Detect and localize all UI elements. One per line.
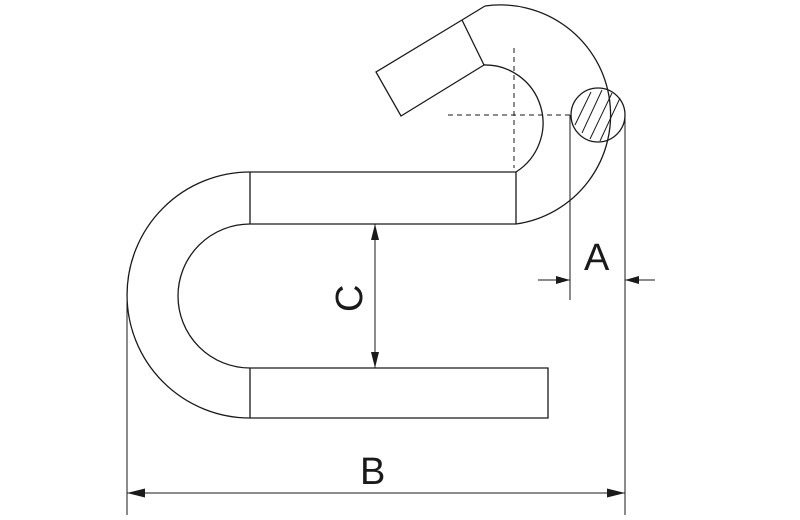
hook-tip-tangent-line (461, 19, 485, 66)
section-hatch-line (574, 91, 592, 126)
dim-c-arrow-top (371, 224, 379, 240)
wire-cross-section (570, 87, 626, 143)
dimension-a: A (538, 115, 655, 300)
section-hatch-line (581, 89, 603, 134)
dim-a-label: A (584, 237, 610, 279)
lower-leg (250, 367, 549, 419)
hook-tip-outline (375, 19, 485, 117)
lower-bend-outer-arc (126, 171, 251, 419)
dimension-b: B (126, 300, 626, 515)
lower-bend-inner-arc (177, 223, 251, 369)
upper-leg (250, 171, 517, 225)
hook-outer-arc (484, 4, 612, 225)
hook-outer-join (461, 5, 486, 21)
dim-b-arrow-right (607, 488, 625, 498)
wire-section-circle (570, 87, 626, 143)
section-hatch-line (599, 97, 621, 142)
lower-leg-outline (250, 367, 549, 419)
section-hatch-line (589, 92, 613, 140)
dimension-c: C (329, 224, 379, 368)
upper-hook (375, 4, 612, 225)
dim-a-arrow-left (556, 276, 570, 284)
lower-bend (126, 171, 251, 419)
dim-b-label: B (360, 451, 385, 493)
dim-b-arrow-left (127, 488, 145, 498)
dim-a-arrow-right (625, 276, 639, 284)
dim-c-label: C (329, 285, 371, 312)
dim-c-arrow-bottom (371, 352, 379, 368)
hook-inner-arc (482, 64, 544, 173)
